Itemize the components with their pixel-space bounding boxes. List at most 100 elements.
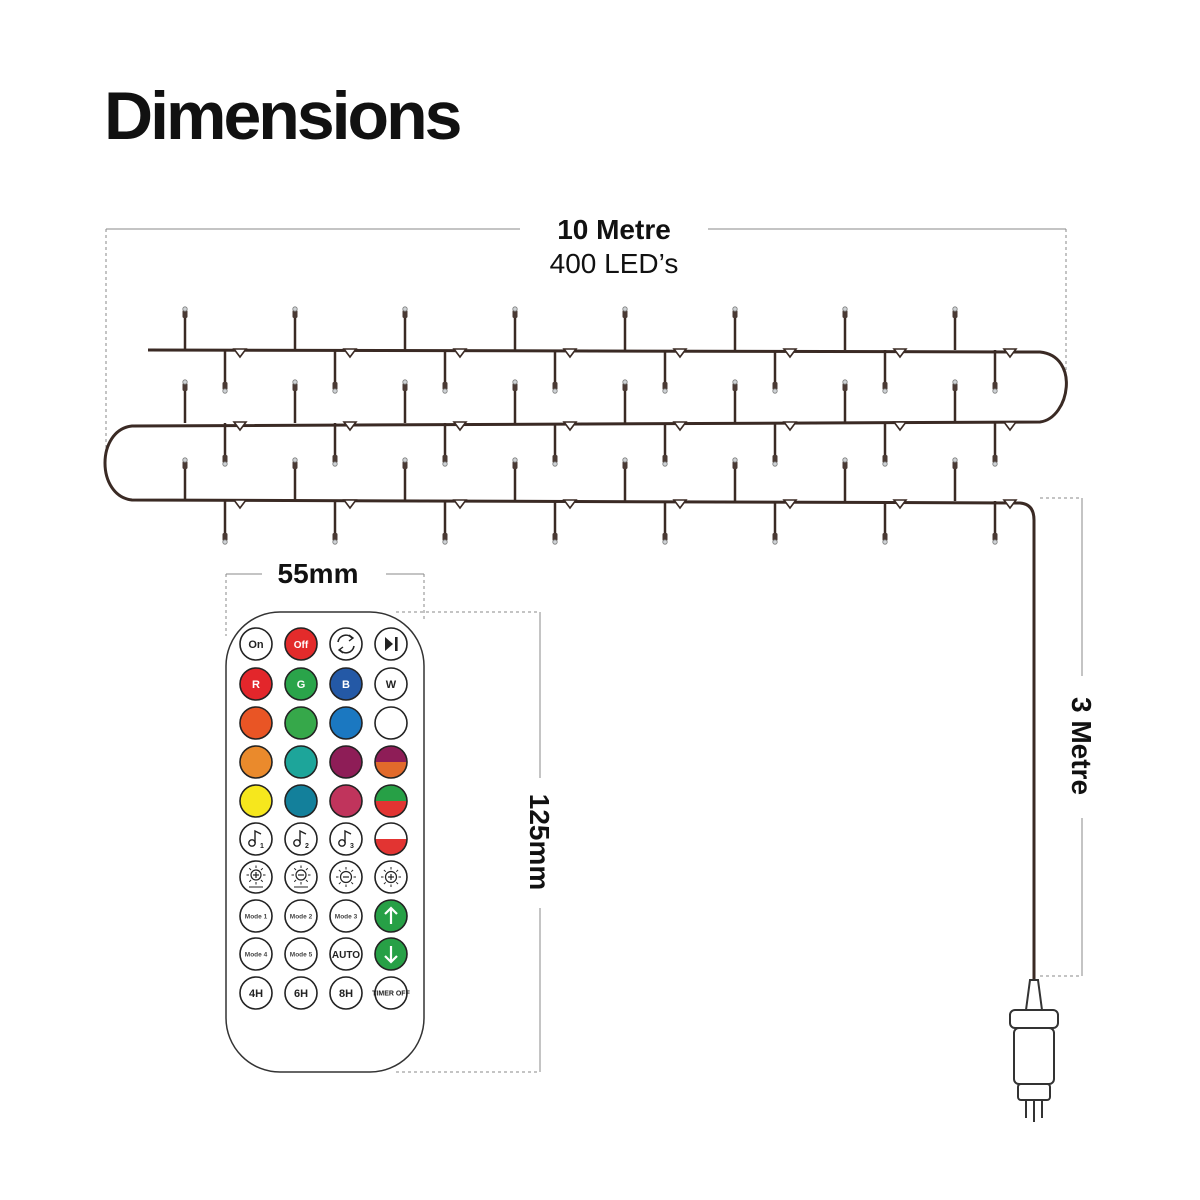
- led-bulb: [732, 457, 738, 501]
- wire-node: [782, 348, 798, 359]
- remote-button-label: Mode 1: [245, 914, 268, 921]
- led-bulb: [182, 306, 188, 350]
- led-bulb: [442, 501, 448, 545]
- remote-width-dimension: 55mm: [225, 558, 425, 636]
- remote-button-mode-2[interactable]: Mode 2: [284, 899, 318, 933]
- plug-base: [1017, 1083, 1051, 1101]
- remote-button-label: On: [248, 639, 264, 651]
- remote-button-brightness-down[interactable]: [329, 860, 363, 894]
- led-bulb: [402, 457, 408, 501]
- remote-button-color-rose[interactable]: [329, 784, 363, 818]
- wire-node: [452, 421, 468, 432]
- wire-node: [892, 421, 908, 432]
- remote-button-mode-1[interactable]: Mode 1: [239, 899, 273, 933]
- svg-text:3: 3: [350, 843, 354, 850]
- remote-button-green[interactable]: G: [284, 667, 318, 701]
- wire-node: [672, 499, 688, 510]
- remote-button-timer-6h[interactable]: 6H: [284, 976, 318, 1010]
- svg-text:1: 1: [260, 843, 264, 850]
- lead-dimension: 3 Metre: [1040, 497, 1097, 977]
- remote-button-mode-5[interactable]: Mode 5: [284, 937, 318, 971]
- remote-button-color-green[interactable]: [284, 706, 318, 740]
- remote-button-label: Mode 3: [335, 914, 358, 921]
- wire-node: [452, 348, 468, 359]
- led-bulb: [442, 350, 448, 394]
- remote-button-speed-up[interactable]: [239, 860, 273, 894]
- length-label: 10 Metre: [557, 214, 671, 245]
- remote-button-off[interactable]: Off: [284, 627, 318, 661]
- remote-button-play-pause[interactable]: [374, 627, 408, 661]
- led-bulb: [992, 501, 998, 545]
- remote-button-color-yellow[interactable]: [239, 784, 273, 818]
- remote-button-down[interactable]: [374, 937, 408, 971]
- remote-button-color-white[interactable]: [374, 706, 408, 740]
- wire-node: [342, 499, 358, 510]
- wire-node: [892, 348, 908, 359]
- remote-button-blue[interactable]: B: [329, 667, 363, 701]
- remote-button-color-orange-red[interactable]: [239, 706, 273, 740]
- led-bulb: [772, 423, 778, 467]
- remote-button-speed-down[interactable]: [284, 860, 318, 894]
- remote-button-mode-3[interactable]: Mode 3: [329, 899, 363, 933]
- remote-button-label: W: [386, 679, 397, 691]
- led-bulb: [182, 379, 188, 423]
- remote-button-white[interactable]: W: [374, 667, 408, 701]
- wire-node: [562, 499, 578, 510]
- led-bulb: [662, 501, 668, 545]
- remote-button-timer-8h[interactable]: 8H: [329, 976, 363, 1010]
- brightness-up-icon: [381, 867, 401, 887]
- remote-button-color-purple-orange[interactable]: [374, 745, 408, 779]
- led-bulb: [882, 501, 888, 545]
- led-bulb: [442, 423, 448, 467]
- wire-node: [232, 499, 248, 510]
- remote-button-music-1[interactable]: 1: [239, 822, 273, 856]
- remote-button-color-blue[interactable]: [329, 706, 363, 740]
- led-string: [103, 306, 1068, 985]
- remote-button-timer-4h[interactable]: 4H: [239, 976, 273, 1010]
- led-bulb: [402, 306, 408, 350]
- led-bulb: [332, 350, 338, 394]
- remote-button-color-teal[interactable]: [284, 745, 318, 779]
- remote-button-label: Mode 2: [290, 914, 313, 921]
- plug: [1009, 979, 1059, 1122]
- led-bulb: [842, 379, 848, 423]
- remote-button-cycle[interactable]: [329, 627, 363, 661]
- remote-button-label: Mode 5: [290, 952, 313, 959]
- led-bulb: [512, 379, 518, 423]
- music-2-icon: 2: [293, 829, 309, 850]
- wire-node: [782, 421, 798, 432]
- wire-node: [452, 499, 468, 510]
- remote-button-color-red-white[interactable]: [374, 822, 408, 856]
- led-bulb: [622, 379, 628, 423]
- remote-button-on[interactable]: On: [239, 627, 273, 661]
- remote-button-timer-off[interactable]: TIMER OFF: [372, 976, 411, 1010]
- wire-node: [342, 421, 358, 432]
- remote-button-label: R: [252, 679, 260, 691]
- led-bulb: [332, 501, 338, 545]
- remote-button-color-dark-teal[interactable]: [284, 784, 318, 818]
- led-bulb: [842, 457, 848, 501]
- remote-button-music-3[interactable]: 3: [329, 822, 363, 856]
- wire-node: [562, 348, 578, 359]
- remote-button-label: 6H: [294, 988, 308, 1000]
- cycle-icon: [337, 634, 355, 654]
- wire-node: [782, 499, 798, 510]
- remote-button-color-orange[interactable]: [239, 745, 273, 779]
- wire-path: [103, 348, 1068, 985]
- remote-button-auto[interactable]: AUTO: [329, 937, 363, 971]
- remote-button-color-plum[interactable]: [329, 745, 363, 779]
- led-bulb: [662, 350, 668, 394]
- remote-button-music-2[interactable]: 2: [284, 822, 318, 856]
- led-bulb: [292, 306, 298, 350]
- svg-text:2: 2: [305, 843, 309, 850]
- led-bulb: [732, 379, 738, 423]
- remote-button-label: 4H: [249, 988, 263, 1000]
- remote-button-color-green-red[interactable]: [374, 784, 408, 818]
- length-dimension: 10 Metre 400 LED’s: [105, 214, 1067, 470]
- remote-button-brightness-up[interactable]: [374, 860, 408, 894]
- remote-button-up[interactable]: [374, 899, 408, 933]
- remote-button-mode-4[interactable]: Mode 4: [239, 937, 273, 971]
- wire-node: [672, 348, 688, 359]
- remote-button-red[interactable]: R: [239, 667, 273, 701]
